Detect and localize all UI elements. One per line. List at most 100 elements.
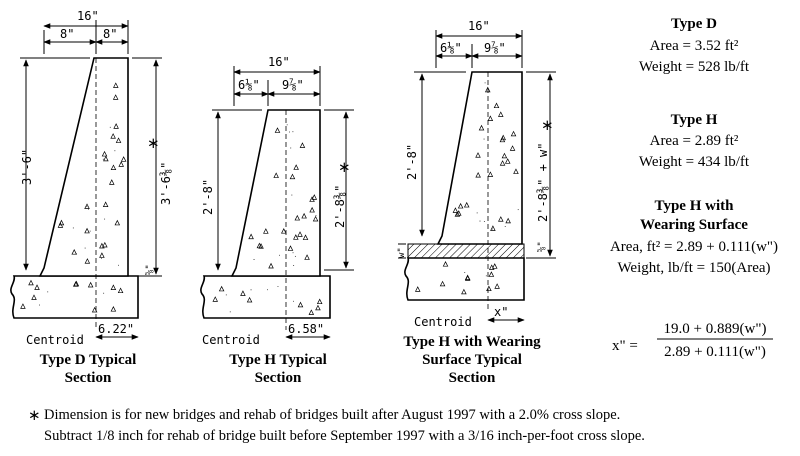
aggregate-mark: [115, 137, 122, 143]
aggregate-mark: [293, 164, 299, 170]
aggregate-mark: [439, 280, 446, 287]
type-d-barrier: [38, 57, 129, 277]
aggregate-mark: [47, 291, 49, 293]
aggregate-mark: [494, 283, 500, 289]
concrete-texture: [20, 82, 519, 315]
aggregate-mark: [493, 102, 500, 109]
aggregate-mark: [311, 194, 318, 200]
type-h-section: 16" 6⅛" 9⅞" 2'-8" 2'-8⅜" ∗ Centroid 6.58…: [200, 55, 354, 386]
summary-type-d-weight: Weight = 528 lb/ft: [639, 59, 750, 75]
aggregate-mark: [510, 130, 517, 137]
aggregate-mark: [487, 115, 494, 121]
aggregate-mark: [464, 272, 466, 273]
aggregate-mark: [291, 194, 293, 196]
aggregate-mark: [293, 265, 295, 266]
aggregate-mark: [72, 227, 74, 229]
type-h-centroid-dim: 6.58": [288, 322, 324, 336]
aggregate-mark: [509, 145, 516, 151]
aggregate-mark: [484, 82, 486, 84]
aggregate-mark: [304, 254, 310, 260]
aggregate-mark: [84, 227, 90, 234]
type-h-slab: [200, 275, 331, 319]
aggregate-mark: [414, 286, 421, 292]
aggregate-mark: [110, 133, 116, 139]
aggregate-mark: [294, 214, 301, 221]
aggregate-mark: [248, 233, 254, 240]
aggregate-mark: [120, 156, 127, 162]
type-h-ws-caption-3: Section: [449, 370, 496, 386]
aggregate-mark: [490, 225, 496, 231]
type-d-height-left: 3'-6": [20, 149, 34, 185]
aggregate-mark: [279, 254, 280, 256]
aggregate-mark: [308, 309, 315, 315]
aggregate-mark: [297, 231, 303, 237]
footnote-line-2: Subtract 1/8 inch for rehab of bridge bu…: [44, 428, 645, 444]
aggregate-mark: [498, 111, 504, 117]
type-h-centroid-label: Centroid: [202, 333, 260, 347]
aggregate-mark: [84, 247, 86, 249]
aggregate-mark: [488, 271, 495, 277]
type-h-ws-centroid-dim: x": [494, 305, 508, 319]
aggregate-mark: [258, 243, 264, 249]
aggregate-mark: [517, 209, 519, 211]
type-h-ws-wearing-surface: [407, 243, 525, 259]
type-d-caption: Type D Typical: [40, 352, 137, 368]
aggregate-mark: [256, 242, 263, 249]
type-h-ws-height-left: 2'-8": [405, 144, 419, 180]
type-h-top-left: 6⅛": [238, 78, 260, 92]
aggregate-mark: [463, 201, 470, 208]
footnote-line-1: Dimension is for new bridges and rehab o…: [44, 407, 620, 423]
type-h-top-right: 9⅞": [282, 78, 304, 92]
aggregate-mark: [475, 171, 481, 178]
type-d-asterisk: ∗: [147, 136, 160, 152]
aggregate-mark: [225, 294, 227, 296]
type-h-height-left: 2'-8": [201, 179, 215, 215]
aggregate-mark: [113, 123, 119, 129]
aggregate-mark: [267, 289, 268, 291]
aggregate-mark: [212, 296, 219, 302]
summary-type-h-area: Area = 2.89 ft²: [650, 133, 739, 149]
aggregate-mark: [20, 303, 26, 309]
formula-lhs: x" =: [612, 338, 638, 354]
aggregate-mark: [478, 124, 485, 131]
aggregate-mark: [34, 284, 40, 290]
aggregate-mark: [454, 211, 461, 217]
type-h-ws-barrier: [436, 71, 523, 245]
summary-type-h-weight: Weight = 434 lb/ft: [639, 154, 750, 170]
aggregate-mark: [101, 150, 108, 157]
summary-type-h-ws-title-2: Wearing Surface: [640, 217, 748, 233]
aggregate-mark: [491, 228, 493, 230]
type-h-top-width: 16": [268, 55, 290, 69]
aggregate-mark: [289, 173, 296, 180]
aggregate-mark: [87, 281, 94, 288]
aggregate-mark: [485, 275, 487, 277]
aggregate-mark: [218, 285, 225, 292]
aggregate-mark: [487, 171, 494, 177]
aggregate-mark: [110, 306, 117, 312]
aggregate-mark: [294, 255, 296, 257]
aggregate-mark: [102, 158, 104, 160]
aggregate-mark: [461, 288, 467, 295]
type-d-caption-2: Section: [65, 370, 112, 386]
aggregate-mark: [464, 275, 471, 281]
aggregate-mark: [483, 221, 485, 222]
aggregate-mark: [89, 230, 91, 232]
aggregate-mark: [289, 131, 290, 133]
aggregate-mark: [91, 306, 98, 313]
type-h-ws-section: 16" 6⅛" 9⅞" 2'-8" w" 2'-8⅜" + w" ∗ ⅝" Ce…: [397, 19, 556, 386]
aggregate-mark: [103, 292, 105, 294]
type-h-barrier: [230, 109, 321, 277]
aggregate-mark: [99, 252, 105, 258]
aggregate-mark: [455, 210, 462, 216]
aggregate-mark: [118, 161, 124, 167]
footnote: ∗ Dimension is for new bridges and rehab…: [28, 407, 645, 444]
type-d-slab: [10, 275, 139, 319]
type-d-top-right: 8": [103, 27, 117, 41]
aggregate-mark: [240, 290, 246, 296]
aggregate-mark: [103, 155, 109, 162]
aggregate-mark: [114, 219, 121, 226]
type-d-top-left: 8": [60, 27, 74, 41]
type-h-ws-height-right: 2'-8⅜" + w": [536, 143, 550, 222]
type-h-ws-centroid-label: Centroid: [414, 315, 472, 329]
